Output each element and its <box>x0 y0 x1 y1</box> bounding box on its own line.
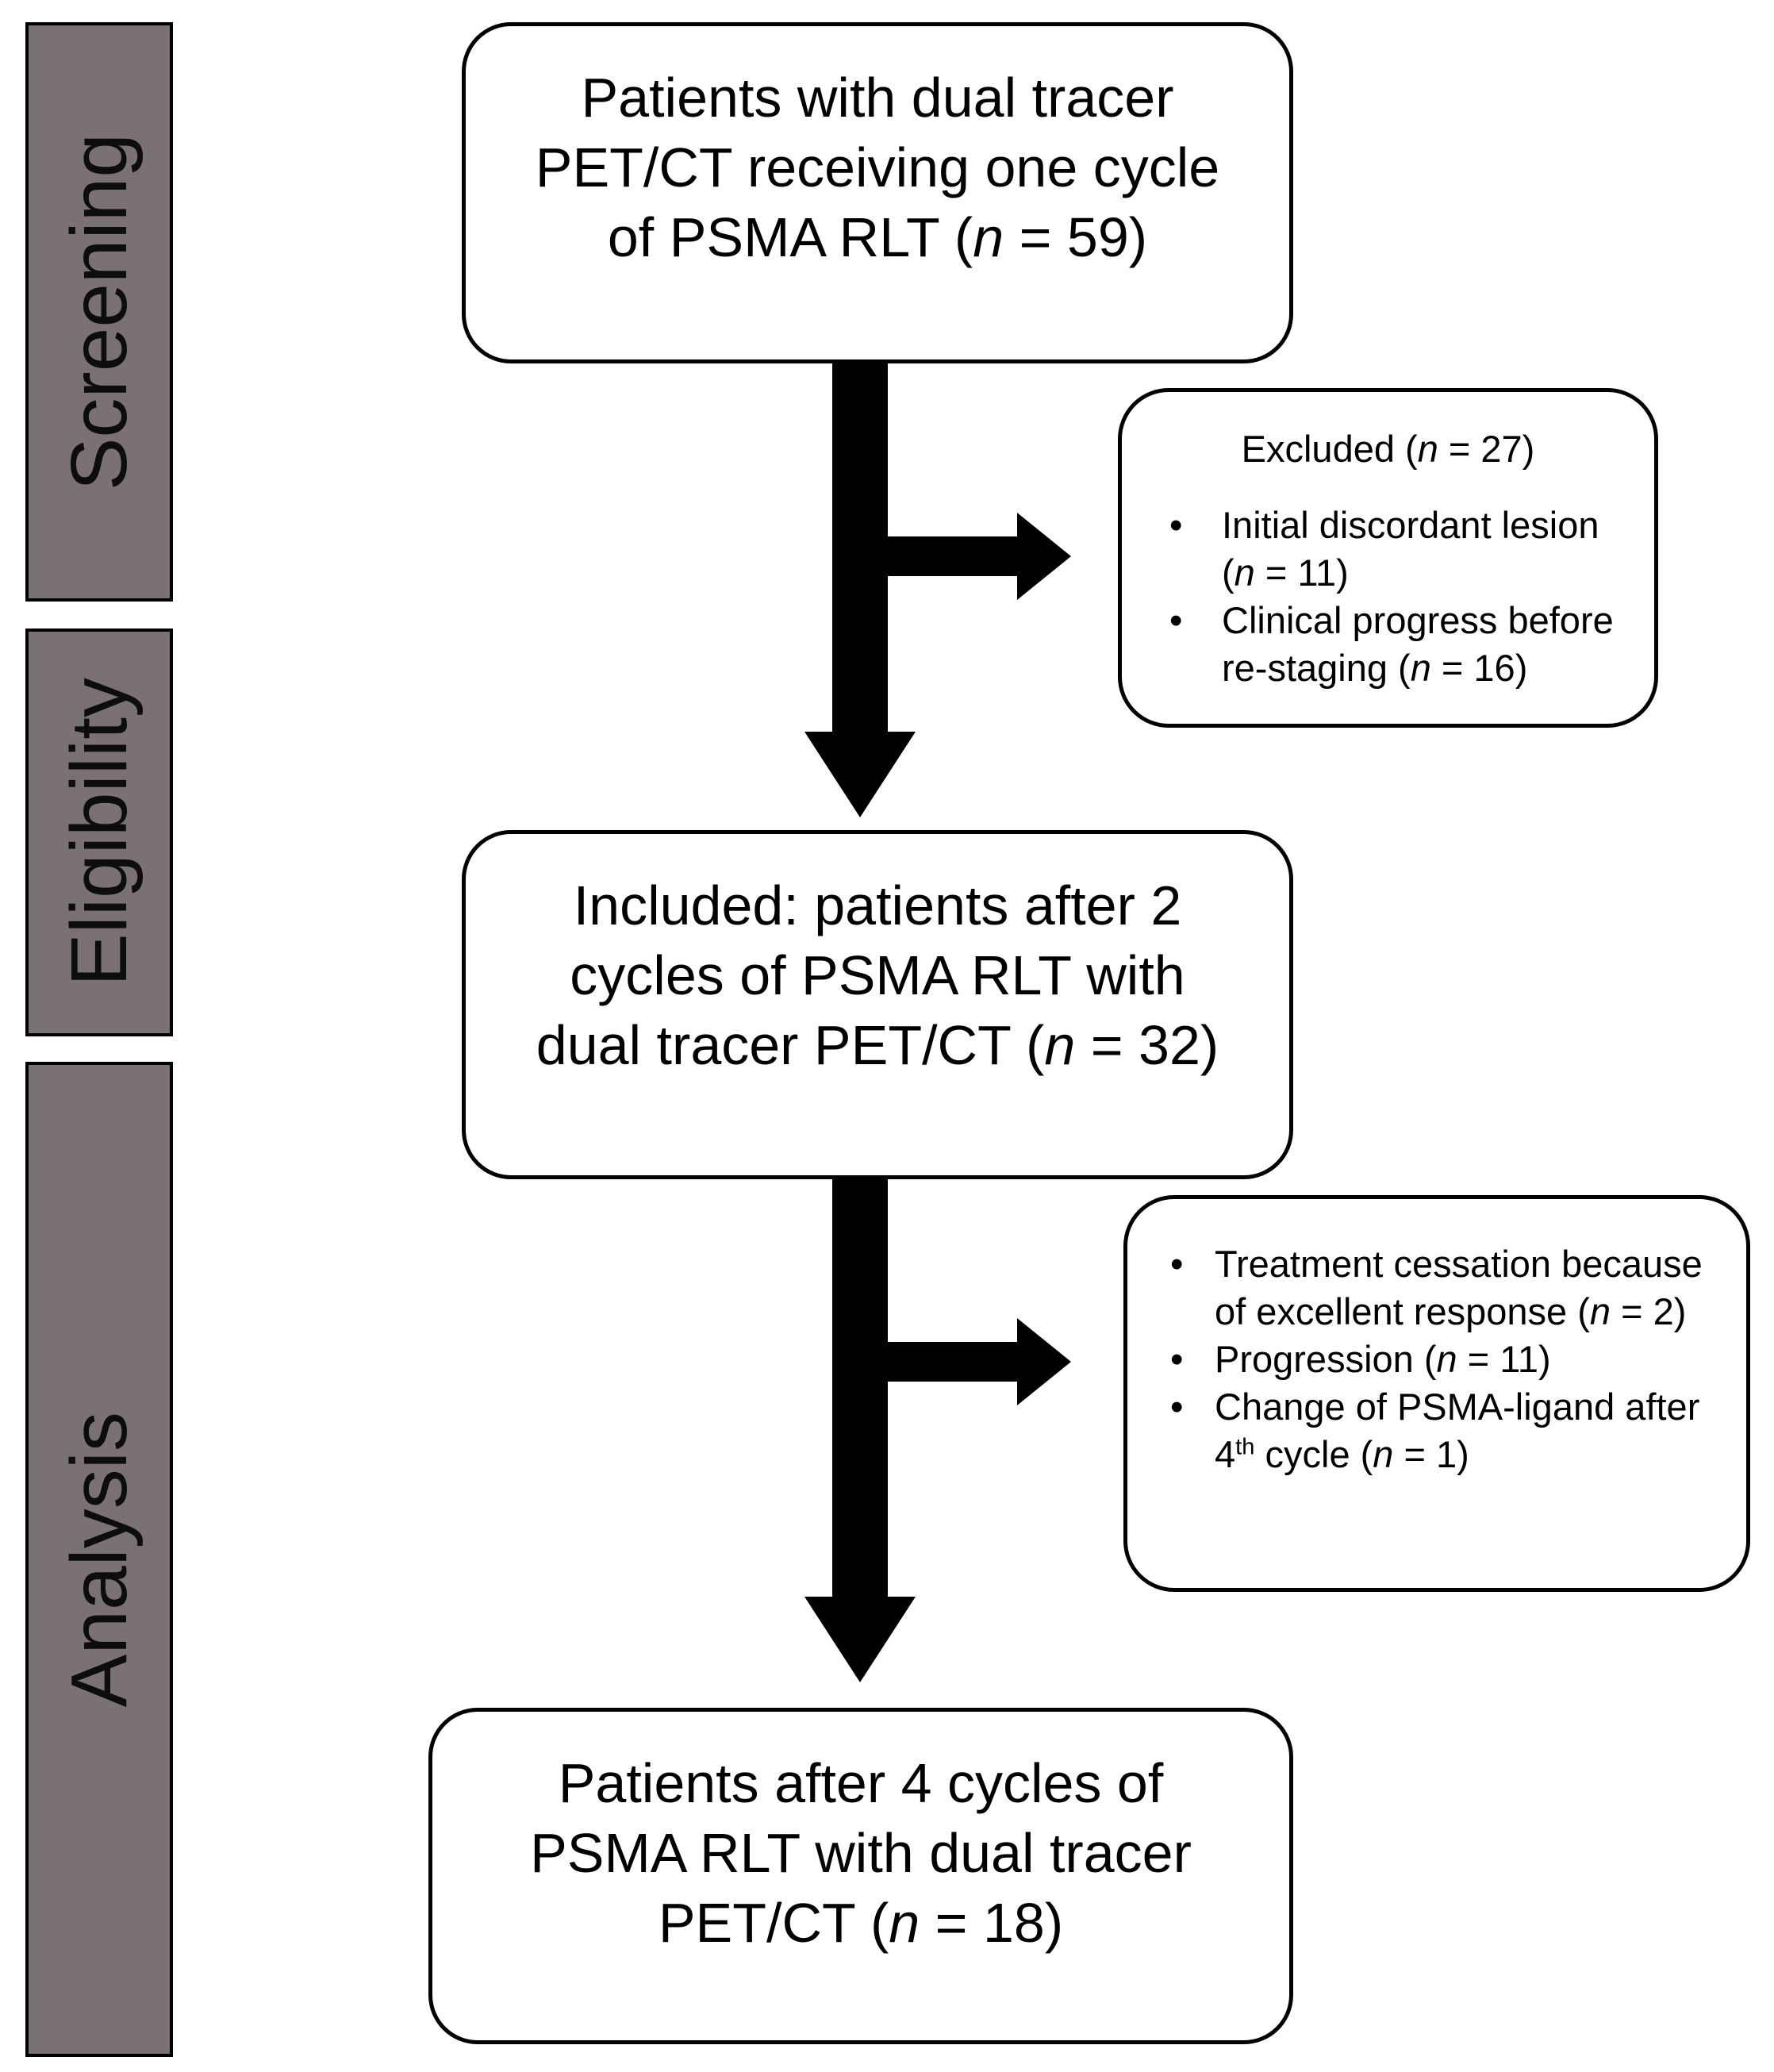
arrow-shaft-down-2 <box>832 1178 888 1598</box>
arrow-branch-to-dropouts <box>888 1318 1071 1405</box>
dropouts-bullet-item: Change of PSMA-ligand after 4th cycle (n… <box>1167 1383 1722 1478</box>
box-included-text: Included: patients after 2 cycles of PSM… <box>536 875 1219 1076</box>
excluded-bullet-item: Clinical progress before re-staging (n =… <box>1162 597 1630 692</box>
box-included-population: Included: patients after 2 cycles of PSM… <box>462 830 1293 1179</box>
box-screening-text: Patients with dual tracer PET/CT receivi… <box>535 67 1220 268</box>
arrow-head-right-2 <box>1017 1318 1071 1405</box>
dropouts-bullet-list: Treatment cessation because of excellent… <box>1127 1240 1746 1478</box>
arrow-shaft-right-1 <box>888 536 1019 576</box>
arrow-shaft-down-1 <box>832 357 888 734</box>
arrow-head-right-1 <box>1017 513 1071 600</box>
stage-label-screening: Screening <box>55 133 144 491</box>
excluded-bullet-list: Initial discordant lesion (n = 11) Clini… <box>1122 502 1654 692</box>
arrow-head-down-2 <box>804 1597 916 1682</box>
box-screening-population: Patients with dual tracer PET/CT receivi… <box>462 22 1293 363</box>
stage-bar-analysis: Analysis <box>25 1062 173 2057</box>
stage-bar-eligibility: Eligibility <box>25 629 173 1036</box>
arrow-eligibility-to-analysis <box>804 1178 916 1682</box>
box-dropouts: Treatment cessation because of excellent… <box>1123 1195 1750 1592</box>
dropouts-bullet-item: Treatment cessation because of excellent… <box>1167 1240 1722 1336</box>
box-excluded-title: Excluded (n = 27) <box>1241 428 1535 470</box>
stage-label-analysis: Analysis <box>55 1411 144 1708</box>
dropouts-bullet-item: Progression (n = 11) <box>1167 1336 1722 1383</box>
box-final-population: Patients after 4 cycles of PSMA RLT with… <box>428 1708 1293 2044</box>
excluded-bullet-item: Initial discordant lesion (n = 11) <box>1162 502 1630 597</box>
box-excluded: Excluded (n = 27) Initial discordant les… <box>1118 388 1658 728</box>
arrow-branch-to-excluded <box>888 513 1071 600</box>
arrow-head-down-1 <box>804 732 916 817</box>
arrow-screening-to-eligibility <box>804 357 916 817</box>
stage-label-eligibility: Eligibility <box>55 678 144 987</box>
box-final-text: Patients after 4 cycles of PSMA RLT with… <box>530 1752 1192 1954</box>
stage-bar-screening: Screening <box>25 22 173 602</box>
arrow-shaft-right-2 <box>888 1342 1019 1382</box>
